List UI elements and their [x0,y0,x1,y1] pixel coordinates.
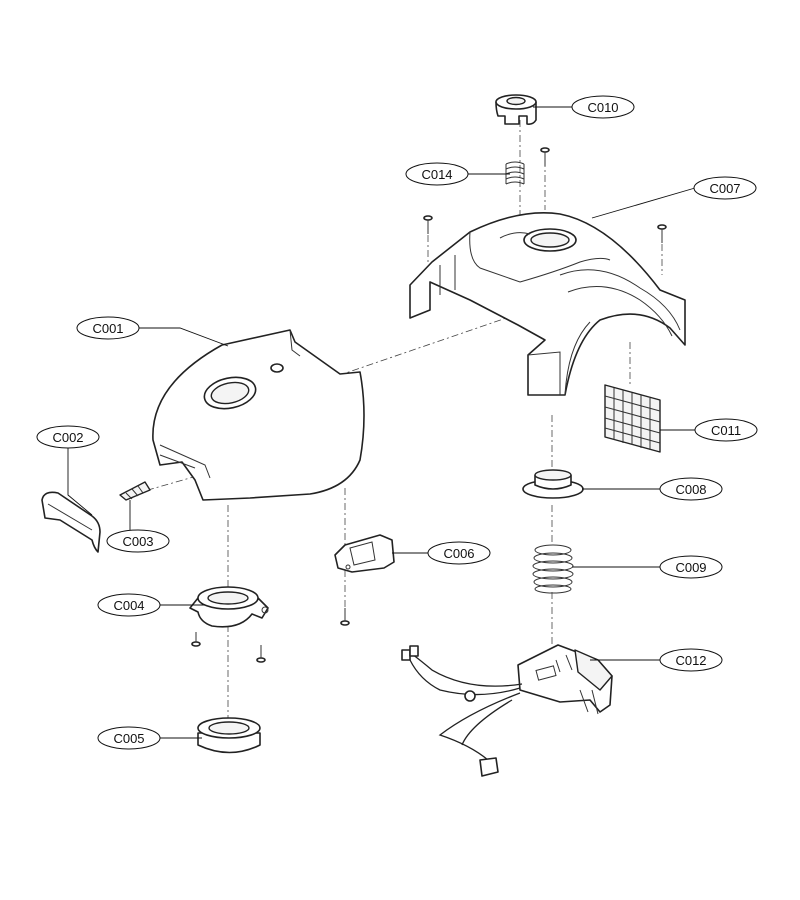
label-c011-text: C011 [711,423,741,438]
label-c010: C010 [571,95,635,119]
label-c003-text: C003 [122,534,153,549]
label-c004-text: C004 [113,598,144,613]
screw-icon [423,215,433,234]
label-c001: C001 [76,316,140,340]
part-c006-switch [334,534,395,573]
label-c002: C002 [36,425,100,449]
label-c006: C006 [427,541,491,565]
label-c008-text: C008 [675,482,706,497]
part-c009-spring [532,544,574,594]
part-c014-spring [505,161,525,185]
label-c014: C014 [405,162,469,186]
label-c012-text: C012 [675,653,706,668]
screw-icon [191,632,201,647]
label-c010-text: C010 [587,100,618,115]
part-labels: C010 C014 C007 C001 C002 C003 C004 C005 [36,95,758,750]
label-c002-text: C002 [52,430,83,445]
label-c011: C011 [694,418,758,442]
leader-lines [67,106,696,739]
part-c004-ring-holder [189,586,269,628]
label-c007-text: C007 [709,181,740,196]
part-c012-circuit-board [401,644,613,777]
part-c008-plate [522,469,584,499]
label-c005: C005 [97,726,161,750]
label-c005-text: C005 [113,731,144,746]
label-c008: C008 [659,477,723,501]
label-c006-text: C006 [443,546,474,561]
label-c012: C012 [659,648,723,672]
label-c009: C009 [659,555,723,579]
label-c009-text: C009 [675,560,706,575]
screw-icon [256,645,266,663]
label-c003: C003 [106,529,170,553]
label-c004: C004 [97,593,161,617]
part-c007-rear-housing [409,212,686,396]
part-c005-seal-ring [197,717,261,754]
screw-icon [657,224,667,243]
part-c003-cone [119,481,151,501]
part-c011-filter-grid [604,384,661,453]
label-c014-text: C014 [421,167,452,182]
screw-icon [340,608,350,626]
part-c002-handle [41,491,101,553]
screw-icon [540,147,550,166]
label-c007: C007 [693,176,757,200]
part-c001-front-housing [152,329,365,501]
label-c001-text: C001 [92,321,123,336]
part-c010-cap [495,94,537,125]
